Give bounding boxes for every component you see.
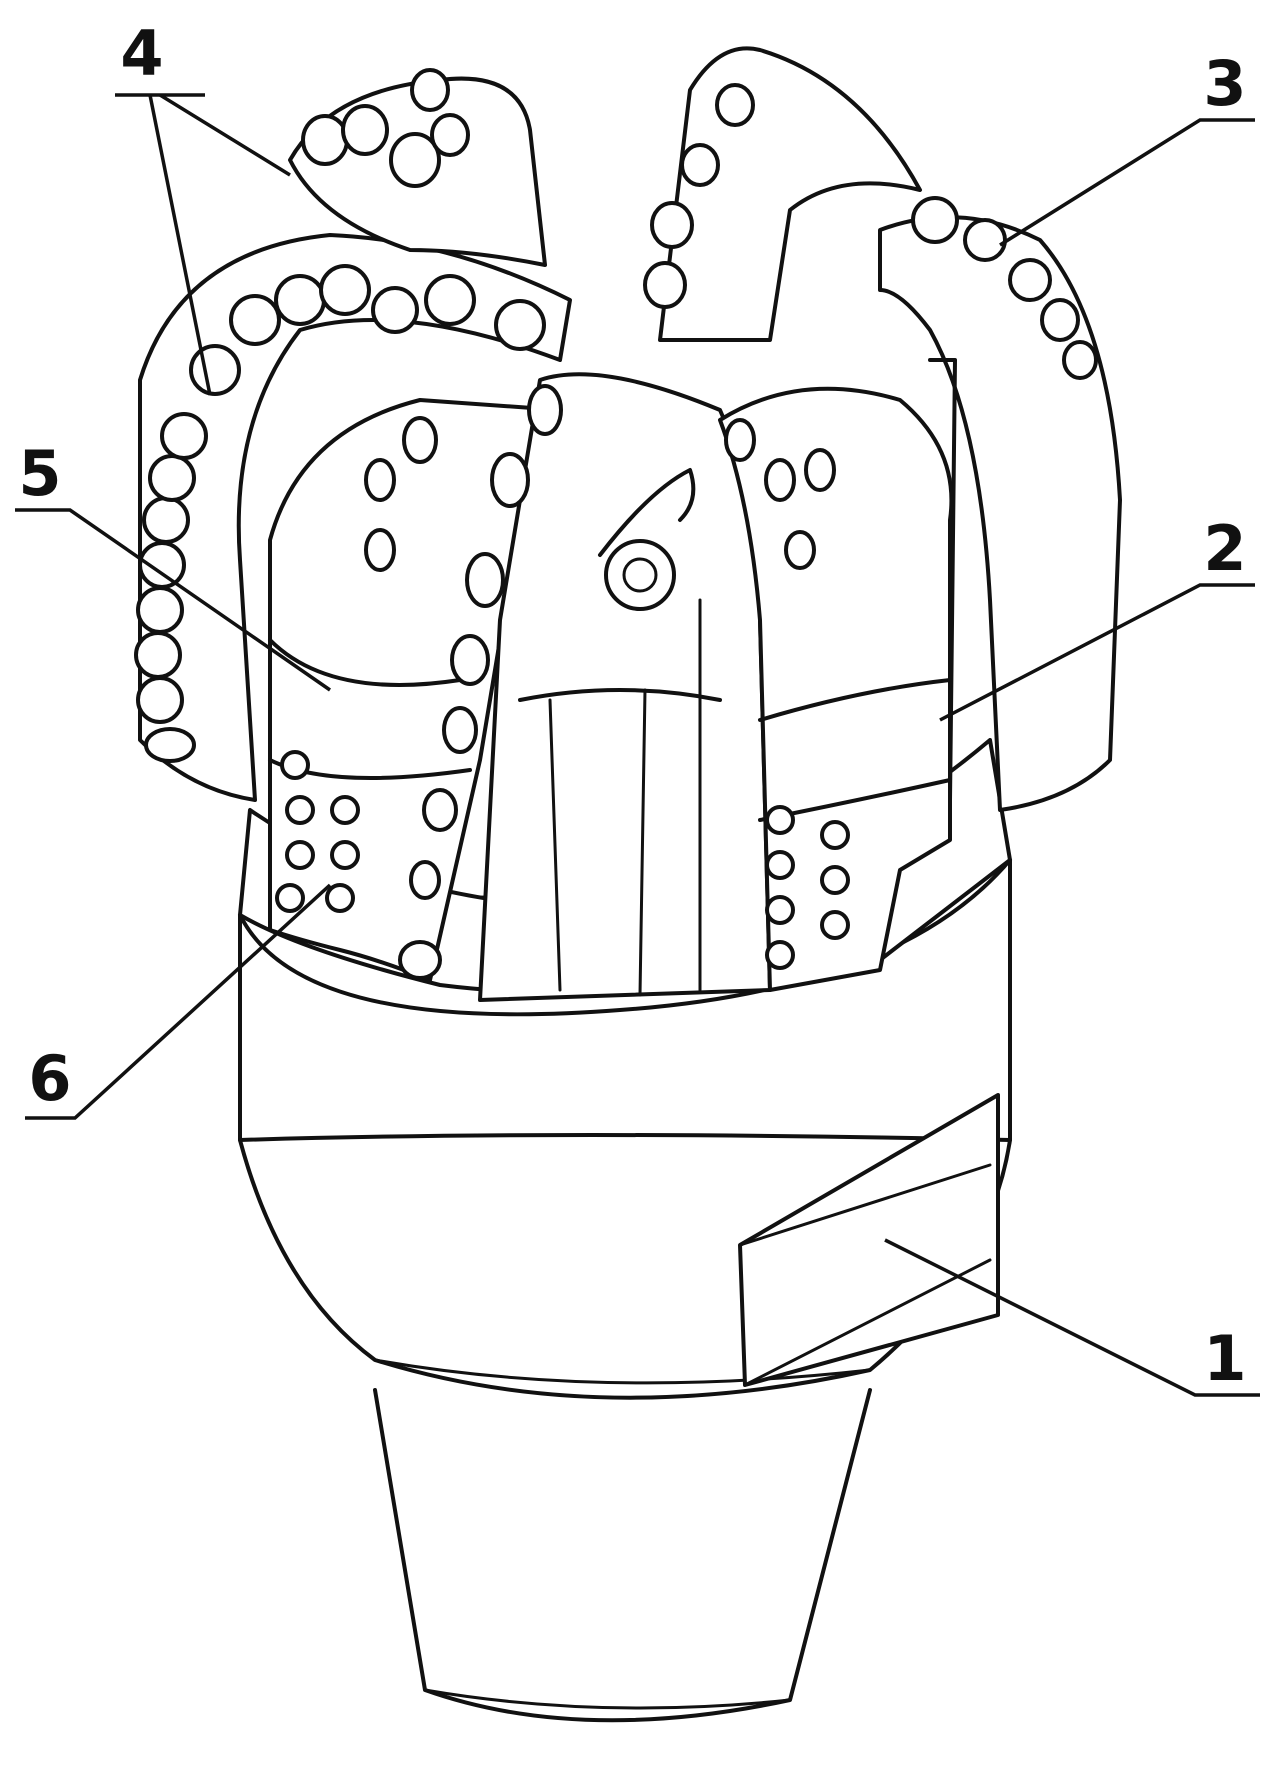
cutters-front xyxy=(364,384,836,980)
leader-lines xyxy=(15,93,1260,1397)
leader-6 xyxy=(25,883,332,1120)
cutters-left xyxy=(134,264,546,763)
leader-2 xyxy=(939,583,1255,722)
cutters-top xyxy=(301,68,470,188)
gauge-inserts-left xyxy=(275,750,360,913)
gauge-inserts-right xyxy=(765,805,850,970)
blade-right-back xyxy=(658,46,922,342)
blade-front-left xyxy=(268,398,562,982)
cutters-right xyxy=(911,196,1098,380)
leader-1 xyxy=(884,1238,1260,1397)
leader-4b xyxy=(159,93,291,177)
leader-5 xyxy=(15,508,331,692)
shank-pin xyxy=(373,1388,872,1723)
label-plate xyxy=(738,1093,1000,1387)
label-3: 3 xyxy=(1203,47,1246,120)
label-4: 4 xyxy=(120,17,163,90)
cutters-right-back xyxy=(643,83,755,309)
label-1: 1 xyxy=(1203,1322,1246,1395)
leader-3 xyxy=(999,118,1255,247)
blade-left-back xyxy=(138,233,572,802)
leader-4a xyxy=(148,94,212,396)
label-6: 6 xyxy=(28,1042,71,1115)
label-2: 2 xyxy=(1203,512,1246,585)
nozzle xyxy=(598,468,696,611)
label-5: 5 xyxy=(18,437,61,510)
